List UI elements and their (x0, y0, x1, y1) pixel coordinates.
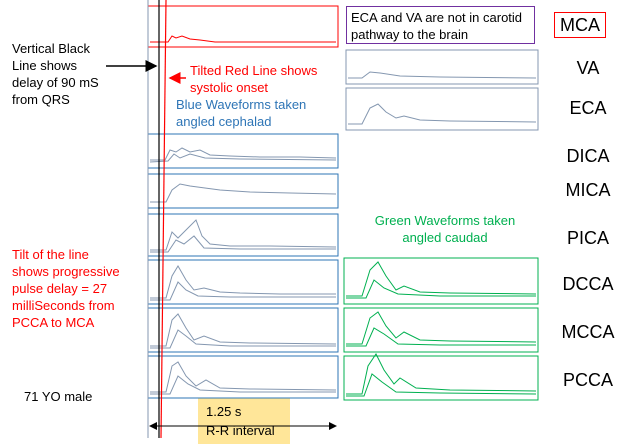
waveform-mcca-green-2 (346, 327, 536, 347)
rr-duration: 1.25 s (206, 404, 242, 419)
waveform-va (348, 71, 537, 79)
waveform-mcca-2 (150, 329, 336, 349)
waveform-pica (150, 219, 337, 251)
waveform-pcca-green (346, 353, 537, 395)
vessel-label-dcca: DCCA (562, 274, 614, 294)
waveform-dcca (150, 265, 336, 299)
waveform-dcca-green-2 (346, 279, 536, 299)
waveform-box-dica (147, 133, 339, 169)
waveform-eca (348, 103, 537, 125)
tilted-red-line (160, 0, 167, 439)
waveform-box-va (345, 49, 539, 85)
waveform-pcca-green-2 (346, 373, 537, 397)
vertical-black-line-note: Vertical Black Line shows delay of 90 mS… (12, 41, 99, 107)
waveform-pica-2 (150, 235, 336, 253)
tilted-red-line-note: Tilted Red Line shows systolic onset (190, 63, 318, 95)
waveform-mcca-green (346, 311, 537, 345)
waveform-box-dcca-green (343, 257, 539, 305)
vessel-label-pcca: PCCA (562, 370, 613, 390)
waveform-mcca (150, 313, 337, 347)
patient-label: 71 YO male (24, 389, 93, 404)
waveform-mca (150, 35, 336, 43)
vessel-label-mca: MCA (554, 12, 606, 38)
vessel-label-mcca: MCCA (561, 322, 615, 342)
pulse-delay-note: Tilt of the line shows progressive pulse… (12, 247, 120, 330)
vessel-label-eca: ECA (569, 98, 607, 118)
waveform-box-pcca-green (343, 355, 539, 401)
waveform-box-mica (147, 173, 339, 209)
vessel-label-pica: PICA (566, 228, 609, 248)
waveform-mica (150, 183, 337, 203)
waveform-dica-2 (149, 153, 337, 163)
waveform-box-mcca-green (343, 307, 539, 353)
vessel-label-va: VA (576, 58, 600, 78)
waveform-dica (150, 147, 337, 161)
waveform-box-pica (147, 213, 339, 257)
blue-waveforms-note: Blue Waveforms taken angled cephalad (176, 97, 307, 129)
green-waveforms-note: Green Waveforms taken angled caudad (374, 213, 516, 245)
vessel-label-mica: MICA (565, 180, 611, 200)
waveform-dcca-green (346, 261, 537, 297)
waveform-pcca (150, 361, 337, 393)
waveform-box-mca (147, 5, 339, 48)
waveform-dcca-2 (150, 281, 336, 301)
waveform-box-eca (345, 87, 539, 131)
vessel-label-dica: DICA (566, 146, 610, 166)
waveform-box-mcca (147, 307, 339, 353)
waveform-pcca-2 (150, 375, 336, 395)
eca-va-note-box: ECA and VA are not in carotid pathway to… (346, 6, 535, 44)
